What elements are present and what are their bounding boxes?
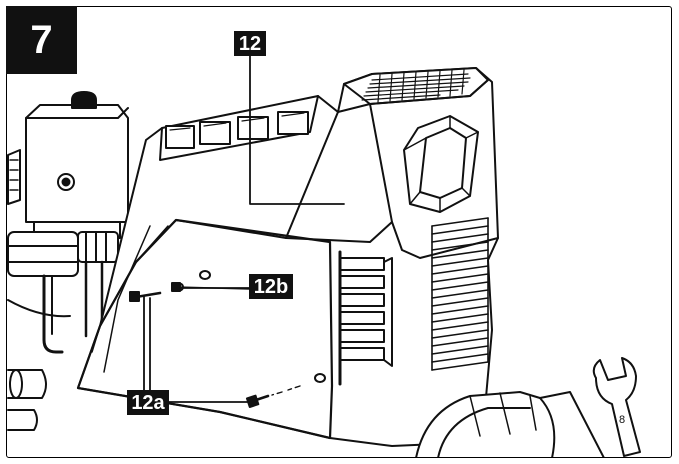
- outlet-nipple: [7, 369, 47, 431]
- pressure-switch: [25, 91, 129, 239]
- screw-upper-left: [129, 291, 162, 302]
- leader-lines: [143, 55, 345, 403]
- wrench-icon: [592, 357, 641, 457]
- tank: [415, 391, 605, 457]
- panel-vents: [338, 250, 393, 386]
- callout-12a: 12a: [127, 390, 169, 415]
- step-number: 7: [6, 6, 77, 74]
- callout-12b: 12b: [249, 274, 293, 299]
- callout-12: 12: [234, 31, 266, 56]
- screw-12a: [245, 385, 301, 408]
- side-cover: [76, 218, 334, 440]
- motor-housing: [77, 67, 499, 447]
- wrench-size-marking: 8: [619, 414, 626, 426]
- pipes: [7, 149, 104, 354]
